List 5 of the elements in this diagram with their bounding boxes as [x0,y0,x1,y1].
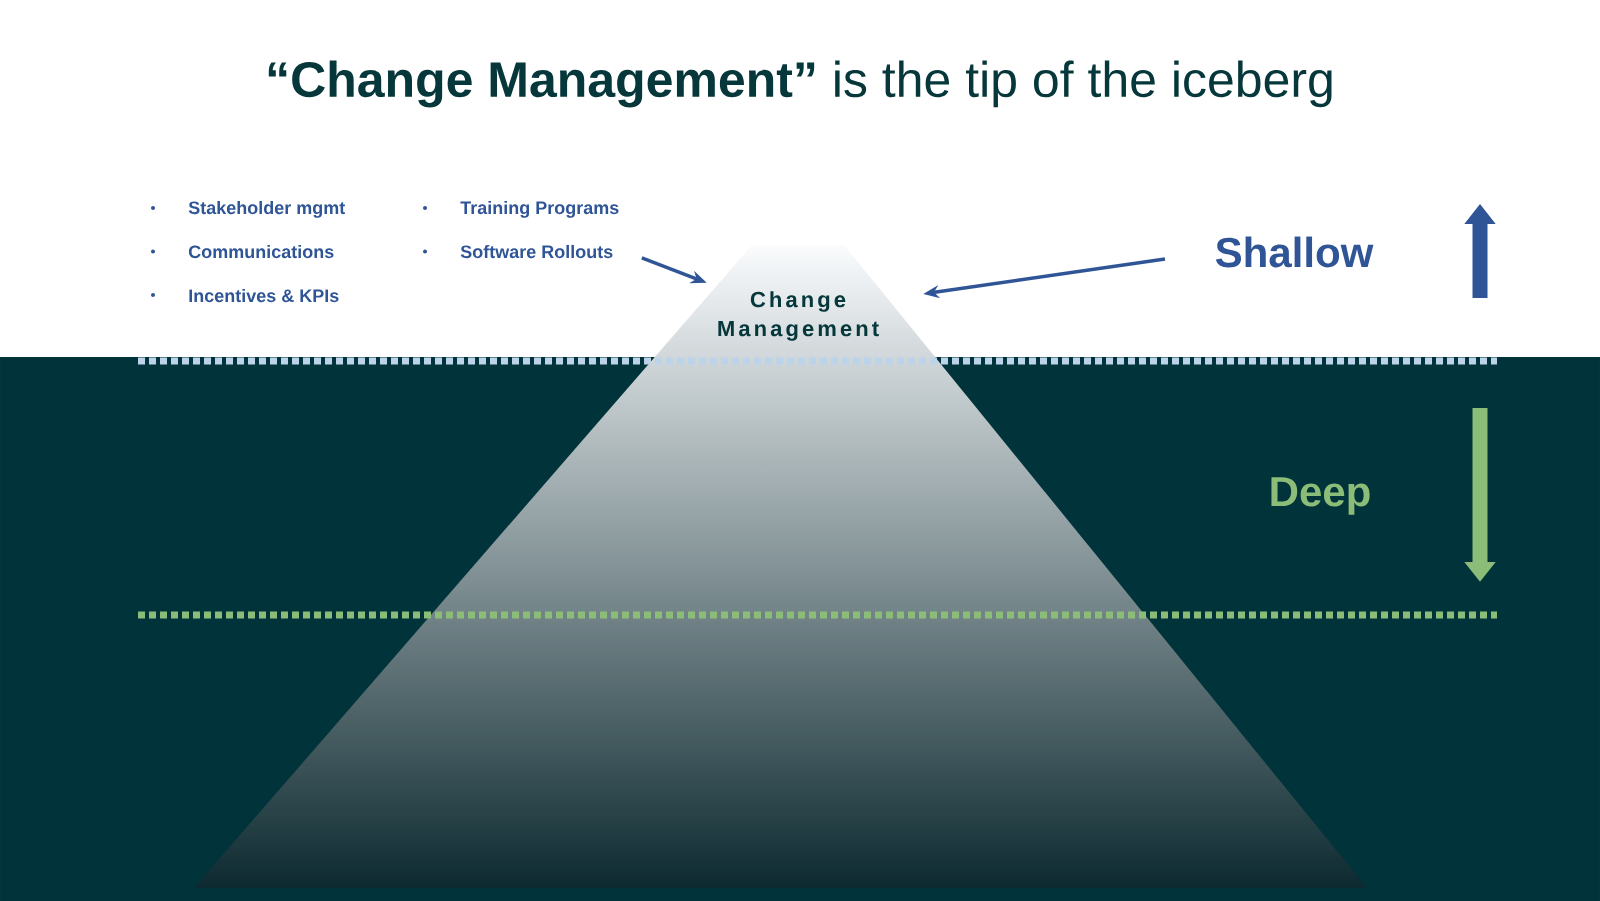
deep-label: Deep [1271,477,1370,515]
bullet-list: Stakeholder mgmt Training Programs Communications Software Rollouts Incentives & KPIs [188,200,619,303]
title: “Change Management” is the tip of the iceberg [268,60,1332,108]
shallow-label: Shallow [1215,236,1374,268]
iceberg-label: Change Management [718,291,879,341]
